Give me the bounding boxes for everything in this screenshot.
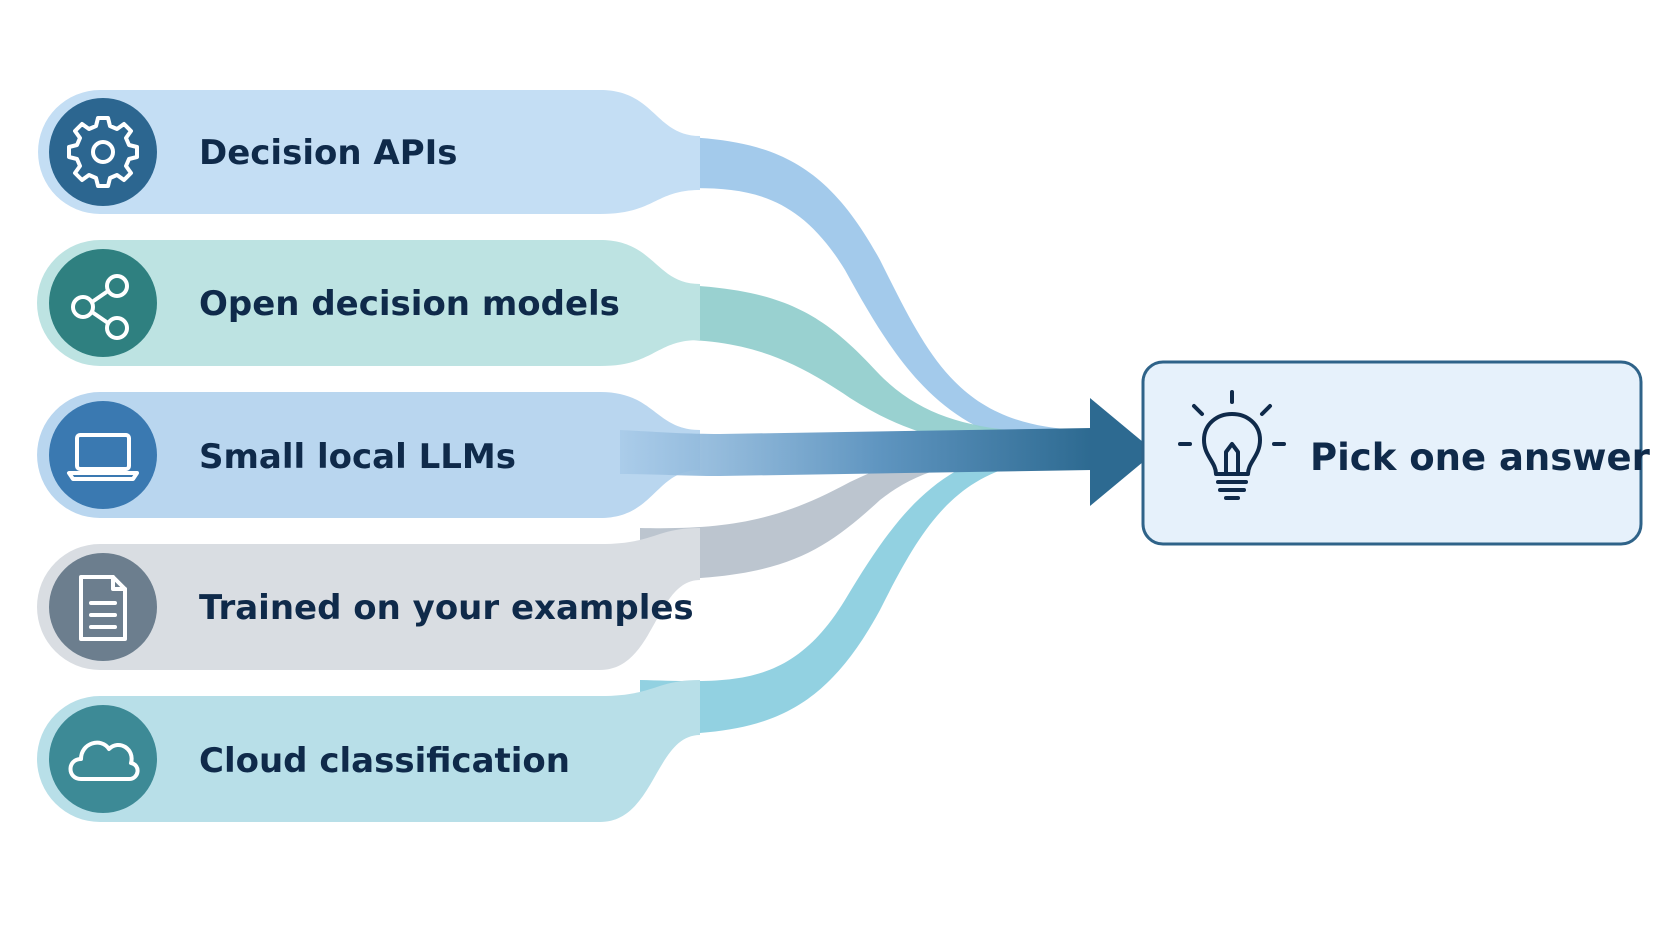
label-trained-on-your-examples: Trained on your examples <box>199 588 694 628</box>
flow-ribbons <box>640 136 1080 735</box>
band-small-local-llms <box>37 392 700 518</box>
band-trained-on-your-examples <box>37 528 700 670</box>
source-labels: Decision APIs Open decision models Small… <box>199 133 694 781</box>
document-icon <box>49 553 157 661</box>
flow-trained-on-your-examples <box>640 440 1080 580</box>
laptop-icon <box>49 401 157 509</box>
band-open-decision-models <box>37 240 700 366</box>
main-arrow <box>620 398 1155 506</box>
target-label: Pick one answer <box>1310 436 1651 479</box>
flow-open-decision-models <box>640 284 1080 452</box>
target-box: Pick one answer <box>1141 360 1651 546</box>
gear-icon <box>49 98 157 206</box>
arrow-head <box>1090 398 1155 506</box>
label-open-decision-models: Open decision models <box>199 284 620 324</box>
flow-decision-apis <box>640 136 1080 450</box>
lightbulb-icon <box>1178 390 1286 500</box>
band-cloud-classification <box>37 680 700 822</box>
band-decision-apis <box>38 90 700 214</box>
cloud-icon <box>49 705 157 813</box>
source-bands <box>37 90 700 822</box>
share-nodes-icon <box>49 249 157 357</box>
label-decision-apis: Decision APIs <box>199 133 458 173</box>
flow-cloud-classification <box>640 442 1080 735</box>
label-cloud-classification: Cloud classification <box>199 741 570 781</box>
label-small-local-llms: Small local LLMs <box>199 437 516 477</box>
source-icons <box>49 98 157 813</box>
